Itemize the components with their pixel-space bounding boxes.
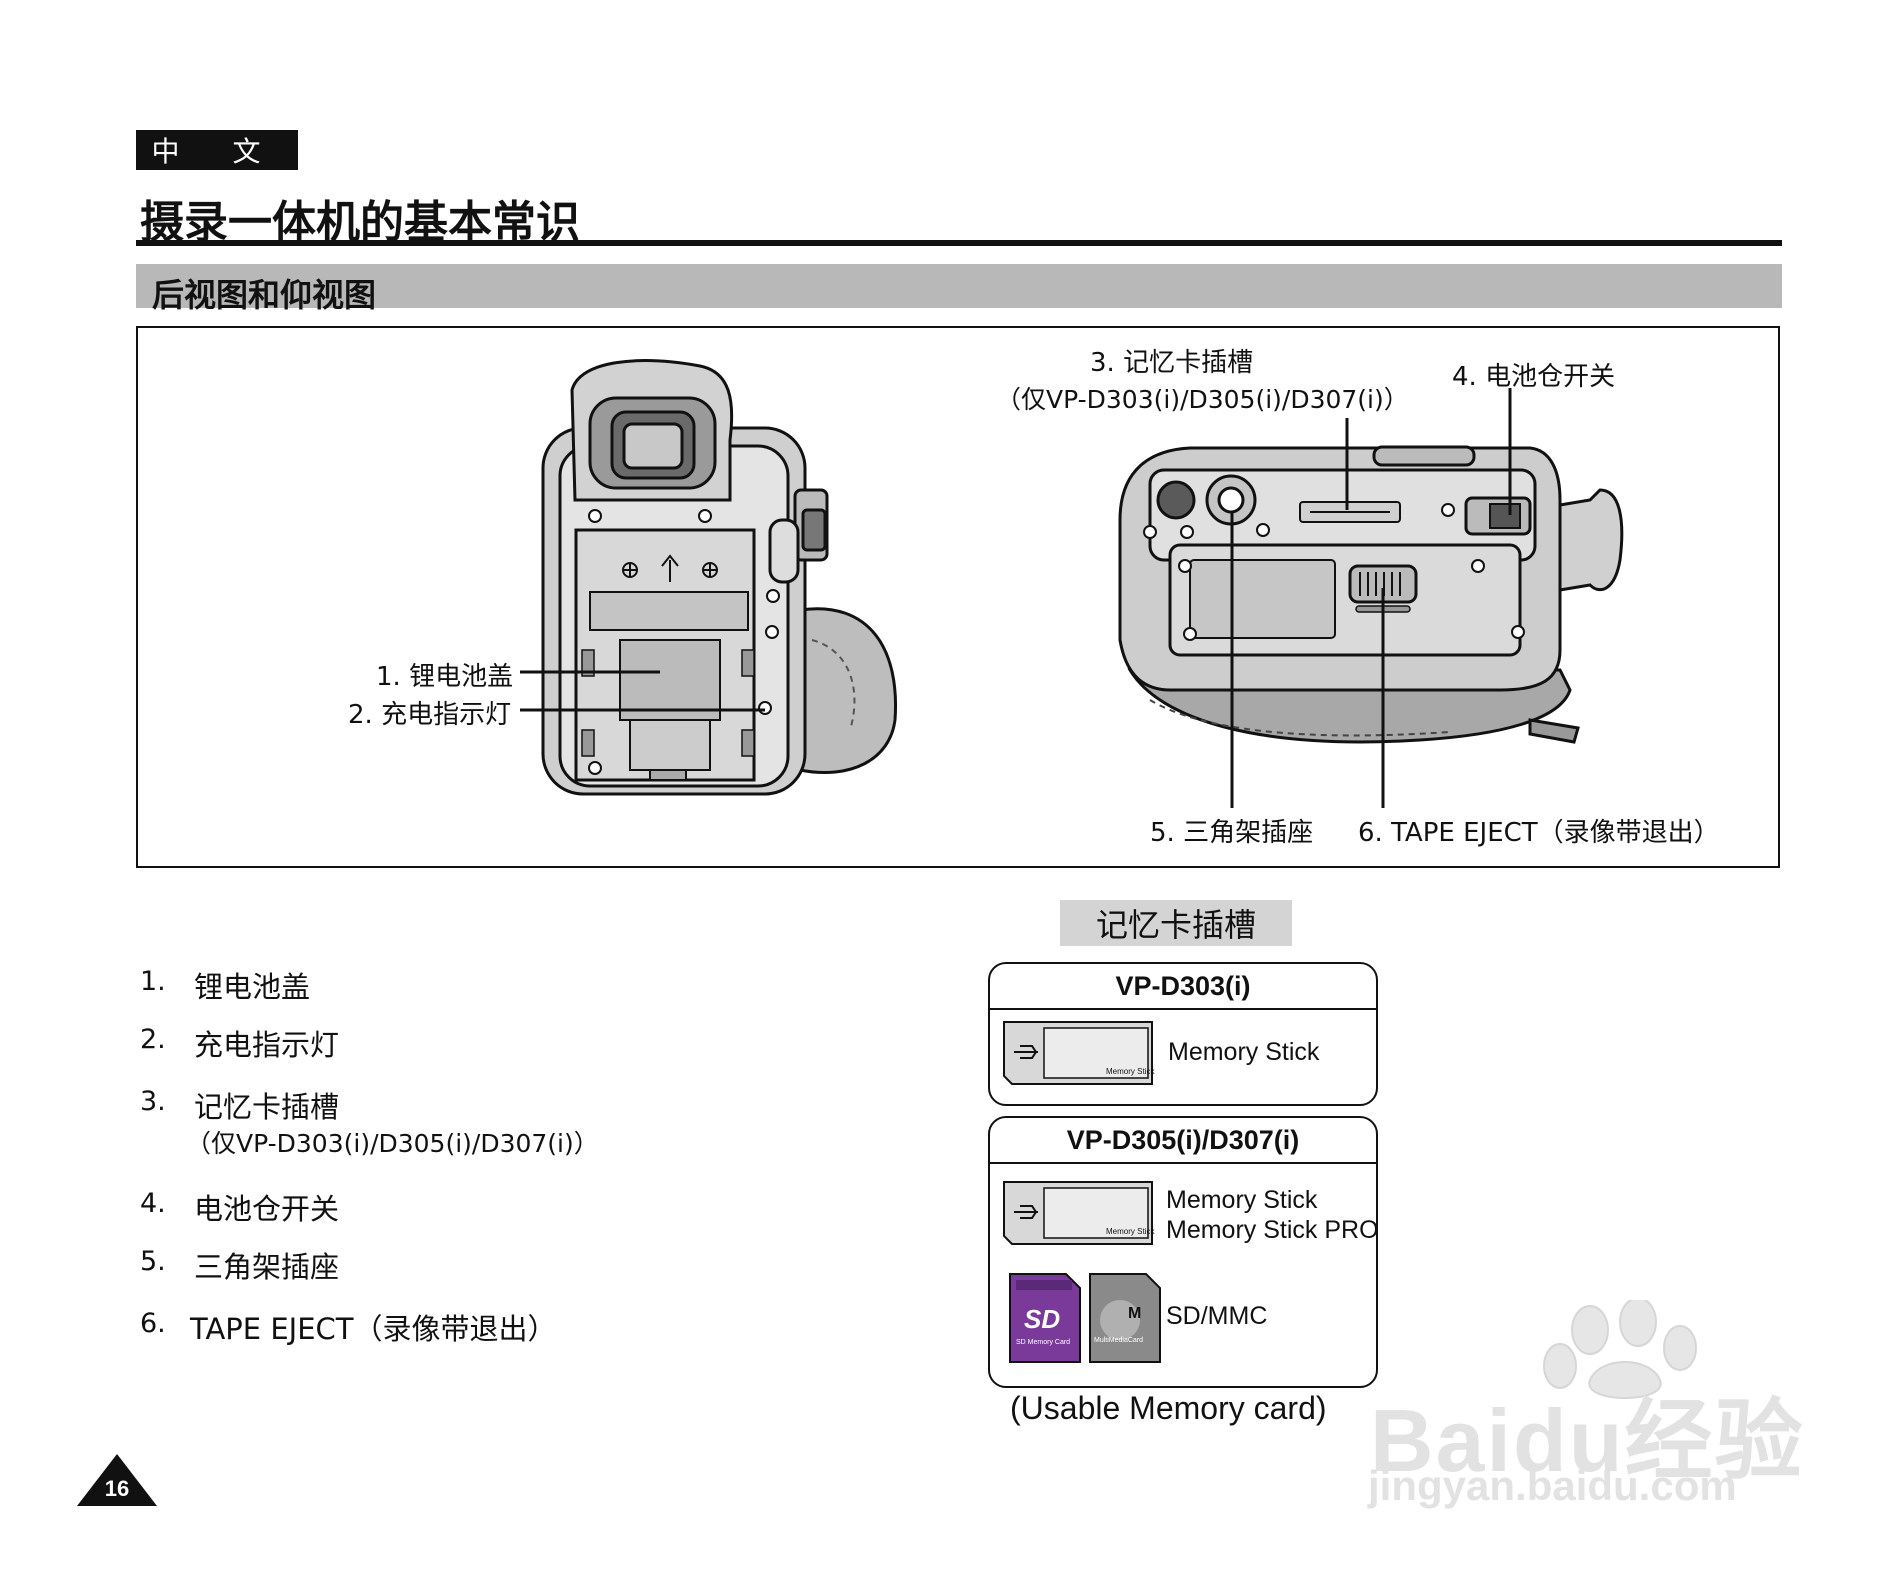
list-num-4: 4. (140, 1188, 166, 1219)
memory-stick-text-1: Memory Stick (1106, 1067, 1155, 1076)
callout-5: 5. 三角架插座 (1150, 812, 1313, 849)
card-label-memory-stick-2: Memory Stick (1166, 1186, 1317, 1215)
memory-stick-card-1: Memory Stick (1000, 1018, 1160, 1088)
list-label-4: 电池仓开关 (194, 1186, 339, 1228)
card-label-memory-stick-1: Memory Stick (1168, 1038, 1319, 1067)
page-number-badge: 16 (75, 1450, 159, 1514)
list-label-6: TAPE EJECT（录像带退出） (190, 1306, 557, 1348)
callout-3-models: （仅VP-D303(i)/D305(i)/D307(i)） (996, 380, 1409, 416)
memory-stick-text-2: Memory Stick (1106, 1227, 1155, 1236)
list-num-3: 3. (140, 1086, 166, 1117)
list-sub-3: （仅VP-D303(i)/D305(i)/D307(i)） (186, 1124, 599, 1160)
watermark-url: jingyan.baidu.com (1368, 1462, 1737, 1510)
mmc-logo-text: M (1128, 1305, 1141, 1322)
list-num-5: 5. (140, 1246, 166, 1277)
list-label-3: 记忆卡插槽 (194, 1084, 339, 1126)
callout-3: 3. 记忆卡插槽 (1090, 342, 1253, 379)
mmc-card-text: MultiMediaCard (1094, 1337, 1143, 1344)
card-label-sd-mmc: SD/MMC (1166, 1302, 1267, 1331)
callout-4: 4. 电池仓开关 (1452, 356, 1615, 393)
mmc-card-icon: M MultiMediaCard (1086, 1270, 1166, 1366)
list-num-2: 2. (140, 1024, 166, 1055)
usable-memory-caption: (Usable Memory card) (1010, 1390, 1327, 1427)
sd-logo-text: SD (1024, 1304, 1060, 1334)
memory-slot-header: 记忆卡插槽 (1060, 900, 1292, 946)
bottom-view-camera (1120, 447, 1622, 742)
list-num-1: 1. (140, 966, 166, 997)
callout-6: 6. TAPE EJECT（录像带退出） (1358, 812, 1720, 849)
sd-card-text: SD Memory Card (1016, 1339, 1070, 1346)
card-label-memory-stick-pro: Memory Stick PRO (1166, 1216, 1379, 1245)
callout-1: 1. 锂电池盖 (376, 656, 513, 693)
list-label-5: 三角架插座 (194, 1244, 339, 1286)
list-label-2: 充电指示灯 (194, 1022, 339, 1064)
model-name-d303: VP-D303(i) (990, 964, 1376, 1010)
page-number: 16 (75, 1476, 159, 1502)
list-num-6: 6. (140, 1308, 166, 1339)
list-label-1: 锂电池盖 (194, 964, 310, 1006)
rear-view-camera (543, 361, 896, 794)
callout-2: 2. 充电指示灯 (348, 694, 511, 731)
memory-stick-card-2: Memory Stick (1000, 1178, 1160, 1248)
model-name-d305-d307: VP-D305(i)/D307(i) (990, 1118, 1376, 1164)
sd-card-icon: SD SD Memory Card (1006, 1270, 1086, 1366)
